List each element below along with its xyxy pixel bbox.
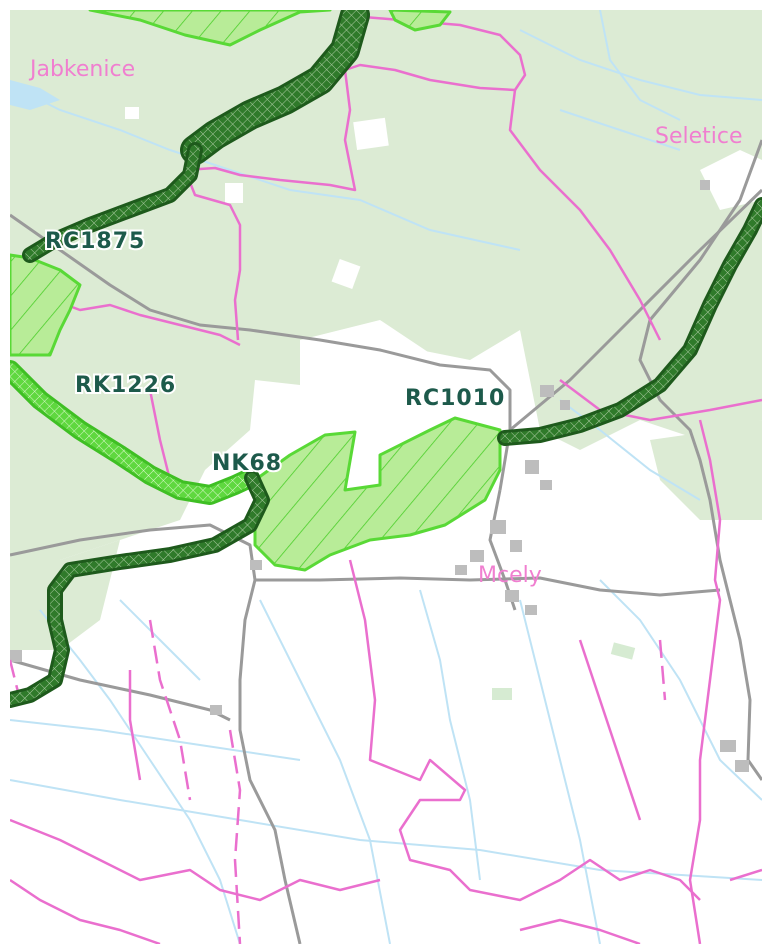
pond (10, 80, 60, 110)
buildings (10, 180, 749, 772)
corridors-dark (2, 0, 762, 708)
boundaries (9, 13, 762, 944)
frame-left (0, 0, 10, 944)
corridor-rk1226-fill (3, 363, 257, 502)
label-rk1226: RK1226 (75, 373, 176, 398)
label-rc1875: RC1875 (45, 229, 145, 254)
place-mcely: Mcely (478, 563, 542, 588)
frame-top (0, 0, 762, 10)
place-jabkenice: Jabkenice (28, 57, 135, 82)
field-patch (492, 688, 512, 700)
field-patch (610, 642, 636, 660)
core-areas (8, 8, 502, 572)
clearings (125, 107, 762, 430)
streams (9, 9, 762, 944)
label-nk68: NK68 (212, 451, 282, 476)
label-rc1010: RC1010 (405, 386, 505, 411)
place-seletice: Seletice (655, 124, 743, 149)
